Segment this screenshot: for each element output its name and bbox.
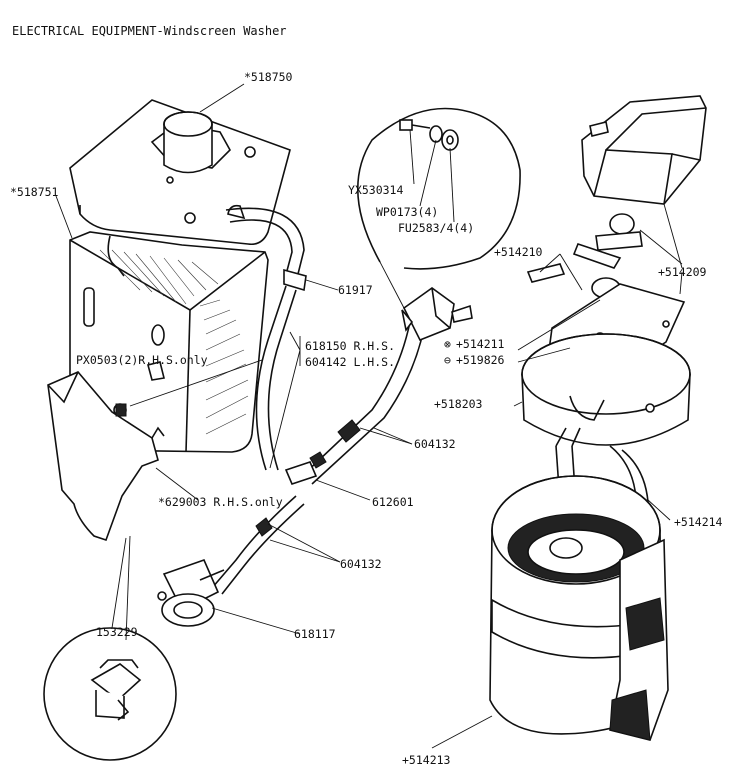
label-518750: *518750 bbox=[244, 70, 293, 84]
connector-block bbox=[401, 287, 473, 342]
label-YX530314: YX530314 bbox=[348, 183, 403, 197]
label-629003: *629003 R.H.S.only bbox=[158, 495, 283, 509]
label-514211: +514211 bbox=[456, 337, 505, 351]
pump-housing bbox=[521, 333, 691, 446]
label-604132-lower: 604132 bbox=[340, 557, 382, 571]
label-514210: +514210 bbox=[494, 245, 543, 259]
label-514213: +514213 bbox=[402, 753, 451, 767]
label-604142: 604142 L.H.S. bbox=[305, 355, 395, 369]
mark-519826: ⊖ bbox=[444, 353, 451, 367]
label-612601: 612601 bbox=[372, 495, 414, 509]
leader-lines bbox=[55, 83, 683, 749]
hose-upper bbox=[225, 207, 307, 471]
label-618150: 618150 R.H.S. bbox=[305, 339, 395, 353]
reservoir-container bbox=[489, 475, 669, 741]
reservoir-lid bbox=[69, 99, 291, 246]
label-514214: +514214 bbox=[674, 515, 723, 529]
label-PX0503: PX0503(2)R.H.S.only bbox=[76, 353, 208, 367]
reservoir-tank bbox=[69, 231, 269, 453]
mark-514211: ⊗ bbox=[444, 337, 451, 351]
label-514209: +514209 bbox=[658, 265, 707, 279]
motor-cover bbox=[581, 95, 707, 205]
hose-lower-right bbox=[284, 321, 425, 485]
label-518751: *518751 bbox=[10, 185, 59, 199]
label-618117: 618117 bbox=[294, 627, 336, 641]
label-61917: 61917 bbox=[338, 283, 373, 297]
label-519826: +519826 bbox=[456, 353, 505, 367]
label-FU2583: FU2583/4(4) bbox=[398, 221, 474, 235]
detail-circle-clip bbox=[43, 535, 177, 761]
jet-618117 bbox=[157, 558, 225, 627]
diagram-title: ELECTRICAL EQUIPMENT-Windscreen Washer bbox=[12, 24, 287, 38]
label-518203: +518203 bbox=[434, 397, 483, 411]
detail-circle-fixings bbox=[357, 107, 521, 309]
mounting-bracket bbox=[47, 371, 165, 542]
hose-lower bbox=[211, 495, 305, 595]
label-153229: 153229 bbox=[96, 625, 138, 639]
label-WP0173: WP0173(4) bbox=[376, 205, 438, 219]
label-604132-upper: 604132 bbox=[414, 437, 456, 451]
